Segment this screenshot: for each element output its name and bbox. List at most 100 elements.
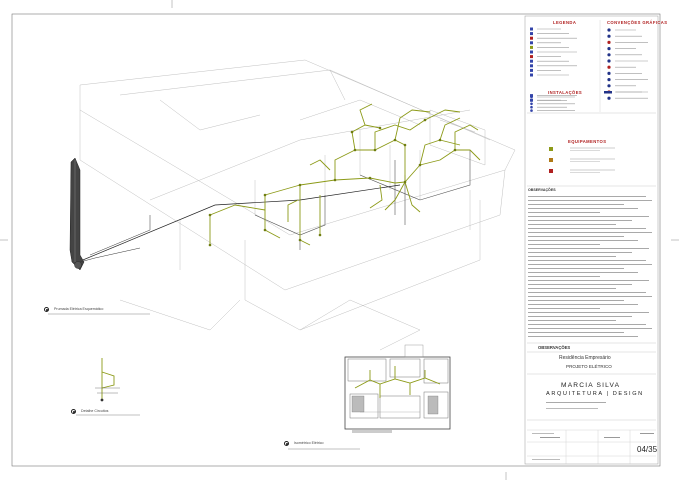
conduit-junction xyxy=(350,130,354,134)
convention-symbol xyxy=(604,91,612,94)
conduit-junction xyxy=(318,233,322,237)
conduit-junction xyxy=(403,143,407,147)
designer-subtitle: ARQUITETURA | DESIGN xyxy=(546,391,644,397)
note-line xyxy=(528,204,624,205)
conduit-junctions xyxy=(208,118,457,247)
sheet-border xyxy=(11,13,661,467)
note-line xyxy=(528,304,638,305)
note-line xyxy=(528,240,638,241)
circuit-detail-title: Detalhe Circuitos xyxy=(81,409,109,413)
notes-title: OBSERVAÇÕES xyxy=(528,188,556,192)
conduit-junction xyxy=(353,148,357,152)
note-line xyxy=(528,320,616,321)
conduit-junction xyxy=(403,180,407,184)
convention-symbol xyxy=(607,53,611,57)
note-line xyxy=(528,316,632,317)
note-line xyxy=(528,280,649,281)
convention-symbol xyxy=(607,96,611,100)
legend-symbol xyxy=(530,41,533,45)
conduit-junction xyxy=(418,163,422,167)
note-line xyxy=(528,208,638,209)
conduit-junction xyxy=(373,148,377,152)
isometric-view-title: Isométrico Elétrico xyxy=(294,441,324,445)
legend-symbol xyxy=(530,102,533,106)
legend-symbol xyxy=(530,55,533,59)
conduit-junction xyxy=(378,126,382,130)
note-line xyxy=(528,288,616,289)
note-line xyxy=(528,264,652,265)
legend-symbol xyxy=(530,45,533,49)
notes-body xyxy=(528,196,656,342)
conduit-junction xyxy=(298,183,302,187)
circuit-detail-drawing xyxy=(95,358,120,402)
note-line xyxy=(528,328,652,329)
note-line xyxy=(528,296,652,297)
convention-symbol xyxy=(607,65,611,69)
note-line xyxy=(528,272,638,273)
legend-symbol xyxy=(530,73,533,77)
legend-symbol xyxy=(530,32,533,36)
appliance-symbols xyxy=(549,147,615,173)
note-line xyxy=(528,276,600,277)
conduit-junction xyxy=(208,213,212,217)
conduit-junction xyxy=(333,178,337,182)
sheet-number: 04/35 xyxy=(637,445,658,454)
note-line xyxy=(528,216,649,217)
legend-symbol xyxy=(530,95,533,99)
convention-symbol xyxy=(607,84,611,88)
note-line xyxy=(528,324,646,325)
legend-symbols xyxy=(530,27,648,173)
note-line xyxy=(528,244,600,245)
convention-symbol xyxy=(607,71,611,75)
note-line xyxy=(528,256,616,257)
legend-symbol xyxy=(530,27,533,31)
vertical-riser xyxy=(69,157,141,271)
note-line xyxy=(528,236,624,237)
note-line xyxy=(528,248,649,249)
note-line xyxy=(528,284,632,285)
appliance-symbol xyxy=(549,147,553,151)
conduit-junction xyxy=(263,193,267,197)
conduit-junction xyxy=(453,148,457,152)
conduit-junction xyxy=(263,228,267,232)
project-type: PROJETO ELÉTRICO xyxy=(566,364,612,369)
note-line xyxy=(528,224,616,225)
building-walls xyxy=(254,150,471,250)
legend-symbol xyxy=(530,59,533,63)
note-line xyxy=(528,312,649,313)
legend-symbol xyxy=(530,50,533,54)
feeder-line xyxy=(89,215,151,256)
legend-symbol xyxy=(530,99,533,102)
conventions-title: CONVENÇÕES GRÁFICAS xyxy=(607,20,668,25)
legend-symbol xyxy=(530,36,533,40)
legend-symbol xyxy=(530,68,533,72)
note-line xyxy=(528,212,600,213)
observations-heading: OBSERVAÇÕES xyxy=(538,345,571,350)
note-line xyxy=(528,300,624,301)
note-line xyxy=(528,252,632,253)
legend-symbol xyxy=(530,109,533,112)
note-line xyxy=(528,292,646,293)
note-line xyxy=(528,260,646,261)
legend-symbol xyxy=(530,64,533,68)
note-line xyxy=(528,232,652,233)
note-line xyxy=(528,196,646,197)
conduit-junction xyxy=(298,238,302,242)
conduit-junction xyxy=(208,243,212,247)
control-line xyxy=(77,184,401,263)
appliance-symbol xyxy=(549,169,553,173)
convention-symbol xyxy=(607,28,611,32)
convention-symbol xyxy=(607,78,611,82)
designer-name: MARCIA SILVA xyxy=(561,382,621,389)
conduit-junction xyxy=(393,138,397,142)
conduit-junction xyxy=(423,118,427,122)
convention-symbol xyxy=(607,34,611,38)
appliances-title: EQUIPAMENTOS xyxy=(568,139,607,144)
note-line xyxy=(528,332,624,333)
convention-symbol xyxy=(607,59,611,63)
legend-left-column xyxy=(530,27,577,112)
note-line xyxy=(528,336,638,337)
legend-symbol xyxy=(530,105,533,109)
legend-symbol xyxy=(530,94,533,98)
